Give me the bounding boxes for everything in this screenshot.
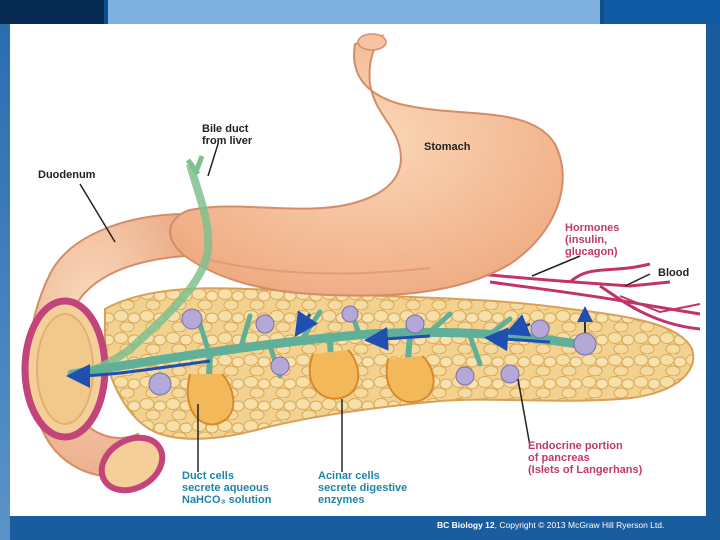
copyright-credit: BC Biology 12, Copyright © 2013 McGraw H… [437, 520, 664, 530]
label-bile-duct: Bile duct from liver [202, 123, 252, 147]
slide-panel: Bile duct from liver Stomach Duodenum Ho… [10, 24, 706, 516]
credit-book-title: BC Biology 12 [437, 520, 495, 530]
label-duct-cells: Duct cells secrete aqueous NaHCO₃ soluti… [182, 470, 271, 506]
label-hormones: Hormones (insulin, glucagon) [565, 222, 619, 258]
label-endocrine-portion: Endocrine portion of pancreas (Islets of… [528, 440, 642, 476]
stomach [170, 36, 563, 296]
banner-segment-dark [0, 0, 104, 24]
top-banner [0, 0, 720, 24]
credit-rest: , Copyright © 2013 McGraw Hill Ryerson L… [495, 520, 665, 530]
banner-segment-light [108, 0, 600, 24]
label-acinar-cells: Acinar cells secrete digestive enzymes [318, 470, 407, 506]
banner-segment-mid [604, 0, 720, 24]
label-blood: Blood [658, 267, 689, 279]
left-accent-strip [0, 24, 10, 540]
label-stomach: Stomach [424, 141, 470, 153]
label-duodenum: Duodenum [38, 169, 95, 181]
